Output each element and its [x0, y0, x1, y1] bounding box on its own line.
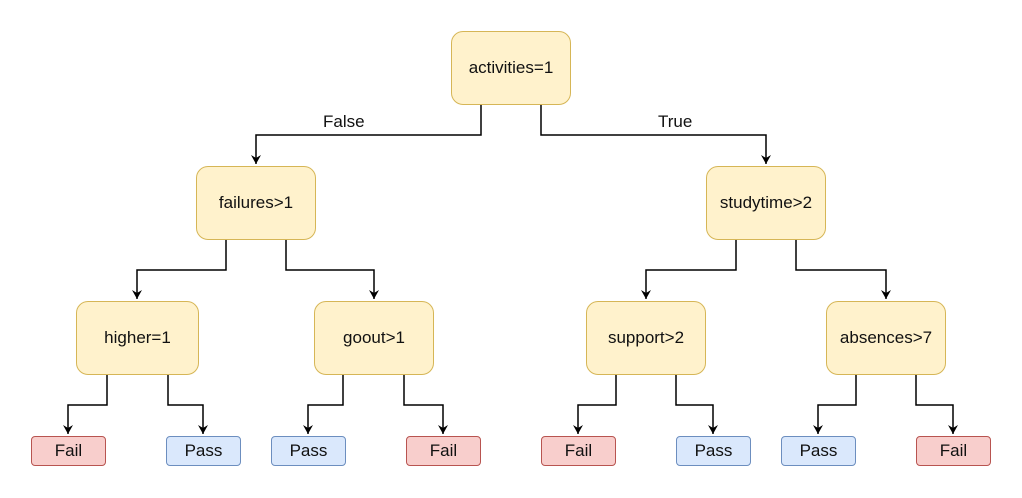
leaf-fail: Fail — [916, 436, 991, 466]
edge-label-false: False — [323, 112, 365, 131]
leaf-fail: Fail — [31, 436, 106, 466]
leaf-pass: Pass — [676, 436, 751, 466]
node-higher: higher=1 — [76, 301, 199, 375]
edge-absences-left — [813, 375, 857, 434]
leaf-fail: Fail — [541, 436, 616, 466]
edge-goout-right — [403, 375, 448, 434]
edge-higher-left — [63, 375, 108, 434]
edge-higher-right — [167, 375, 208, 434]
leaf-pass: Pass — [271, 436, 346, 466]
edge-support-left — [573, 375, 617, 434]
edge-absences-right — [915, 375, 958, 434]
leaf-pass: Pass — [166, 436, 241, 466]
node-activities: activities=1 — [451, 31, 571, 105]
edge-failures-left — [132, 240, 227, 299]
node-support: support>2 — [586, 301, 706, 375]
edge-label-true: True — [658, 112, 693, 131]
edge-studytime-left — [641, 240, 737, 299]
leaf-pass: Pass — [781, 436, 856, 466]
leaf-fail: Fail — [406, 436, 481, 466]
node-goout: goout>1 — [314, 301, 434, 375]
edge-support-right — [675, 375, 718, 434]
node-failures: failures>1 — [196, 166, 316, 240]
node-absences: absences>7 — [826, 301, 946, 375]
edge-root-false — [251, 105, 482, 164]
edge-root-true — [540, 105, 771, 164]
edge-failures-right — [285, 240, 379, 299]
node-studytime: studytime>2 — [706, 166, 826, 240]
edge-goout-left — [303, 375, 344, 434]
edge-studytime-right — [795, 240, 891, 299]
